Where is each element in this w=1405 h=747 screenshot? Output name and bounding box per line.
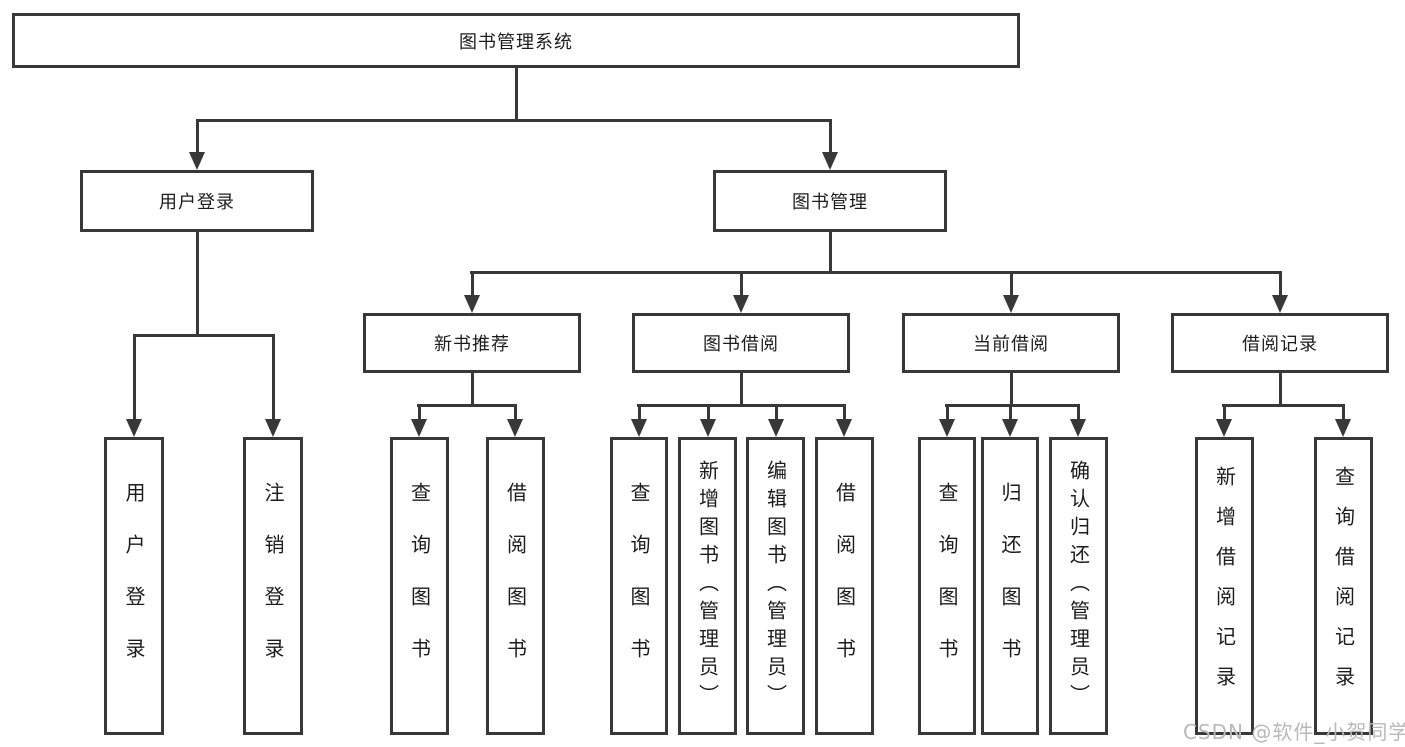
connector-new-book-stem [471, 373, 474, 406]
leaf-add-books-admin-label: 新增图书（管理员） [695, 460, 720, 712]
connector-leaf [843, 404, 846, 421]
leaf-confirm-return-admin-label: 确认归还（管理员） [1066, 460, 1091, 712]
node-book-borrowing-label: 图书借阅 [703, 334, 779, 355]
node-borrowing-records: 借阅记录 [1171, 313, 1389, 373]
leaf-borrow-books-label: 借阅图书 [503, 482, 528, 690]
leaf-query-books: 查询图书 [390, 437, 449, 735]
leaf-borrow-books: 借阅图书 [486, 437, 545, 735]
leaf-logout-label: 注销登录 [261, 482, 285, 690]
arrow-down-icon [1272, 295, 1288, 313]
leaf-add-borrow-record: 新增借阅记录 [1195, 437, 1254, 735]
connector-leaf [775, 404, 778, 421]
arrow-down-icon [464, 295, 480, 313]
arrow-down-icon [836, 419, 852, 437]
leaf-edit-books-admin: 编辑图书（管理员） [746, 437, 805, 735]
connector-to-new-book [471, 271, 474, 297]
arrow-down-icon [411, 419, 427, 437]
leaf-return-books-label: 归还图书 [998, 482, 1022, 690]
leaf-return-books: 归还图书 [981, 437, 1039, 735]
leaf-confirm-return-admin: 确认归还（管理员） [1049, 437, 1108, 735]
connector-current-borrow-bar [945, 404, 1080, 407]
connector-to-user-login [196, 119, 199, 154]
connector-to-book-management [829, 119, 832, 154]
leaf-query-borrow-record-label: 查询借阅记录 [1331, 466, 1356, 706]
leaf-add-borrow-record-label: 新增借阅记录 [1212, 466, 1237, 706]
connector-leaf [638, 404, 641, 421]
arrow-down-icon [189, 152, 205, 170]
connector-to-borrow-records [1279, 271, 1282, 297]
connector-borrow-records-bar [1222, 404, 1345, 407]
connector-leaf [1342, 404, 1345, 421]
arrow-down-icon [768, 419, 784, 437]
node-library-system-label: 图书管理系统 [459, 31, 573, 53]
arrow-down-icon [700, 419, 716, 437]
connector-current-borrow-stem [1010, 373, 1013, 406]
leaf-query-books: 查询图书 [610, 437, 668, 735]
connector-to-current-borrow [1010, 271, 1013, 297]
node-book-management: 图书管理 [713, 170, 947, 232]
connector-leaf [1223, 404, 1226, 421]
arrow-down-icon [1070, 419, 1086, 437]
connector-root-stem [515, 68, 518, 119]
connector-root-bar [196, 119, 832, 122]
leaf-add-books-admin: 新增图书（管理员） [678, 437, 737, 735]
leaf-user-login: 用户登录 [104, 437, 164, 735]
connector-leaf [707, 404, 710, 421]
arrow-down-icon [1335, 419, 1351, 437]
leaf-query-borrow-record: 查询借阅记录 [1314, 437, 1373, 735]
leaf-user-login-label: 用户登录 [122, 482, 146, 690]
connector-leaf [946, 404, 949, 421]
leaf-logout: 注销登录 [243, 437, 303, 735]
csdn-watermark: CSDN @软件_小贺同学 [1183, 720, 1405, 744]
arrow-down-icon [631, 419, 647, 437]
node-borrowing-records-label: 借阅记录 [1242, 334, 1318, 355]
leaf-borrow-books: 借阅图书 [815, 437, 874, 735]
leaf-query-books-label: 查询图书 [627, 482, 651, 690]
connector-book-management-bar [470, 271, 1282, 274]
arrow-down-icon [507, 419, 523, 437]
node-book-borrowing: 图书借阅 [632, 313, 850, 373]
node-user-login-label: 用户登录 [159, 192, 235, 213]
connector-book-management-stem [829, 232, 832, 273]
connector-user-login-stem [196, 232, 199, 336]
arrow-down-icon [1002, 419, 1018, 437]
node-user-login: 用户登录 [80, 170, 314, 232]
connector-leaf [514, 404, 517, 421]
arrow-down-icon [733, 295, 749, 313]
node-new-book-recommendation-label: 新书推荐 [434, 334, 510, 355]
node-current-borrowing-label: 当前借阅 [973, 334, 1049, 355]
leaf-borrow-books-label: 借阅图书 [832, 482, 857, 690]
leaf-query-books-label: 查询图书 [935, 482, 959, 690]
connector-to-leaf-logout [272, 334, 275, 421]
connector-leaf [1077, 404, 1080, 421]
arrow-down-icon [265, 419, 281, 437]
arrow-down-icon [939, 419, 955, 437]
leaf-edit-books-admin-label: 编辑图书（管理员） [763, 460, 788, 712]
leaf-query-books-label: 查询图书 [407, 482, 432, 690]
node-library-system: 图书管理系统 [12, 13, 1020, 68]
connector-book-borrow-bar [637, 404, 846, 407]
arrow-down-icon [1216, 419, 1232, 437]
node-book-management-label: 图书管理 [792, 192, 868, 213]
connector-leaf [1009, 404, 1012, 421]
connector-borrow-records-stem [1279, 373, 1282, 406]
connector-to-leaf-user-login [133, 334, 136, 421]
arrow-down-icon [126, 419, 142, 437]
connector-book-borrow-stem [740, 373, 743, 406]
arrow-down-icon [1003, 295, 1019, 313]
leaf-query-books: 查询图书 [918, 437, 976, 735]
connector-leaf [418, 404, 421, 421]
node-new-book-recommendation: 新书推荐 [363, 313, 581, 373]
connector-user-login-bar [133, 334, 275, 337]
arrow-down-icon [822, 152, 838, 170]
connector-to-book-borrow [740, 271, 743, 297]
node-current-borrowing: 当前借阅 [902, 313, 1120, 373]
connector-new-book-bar [417, 404, 517, 407]
